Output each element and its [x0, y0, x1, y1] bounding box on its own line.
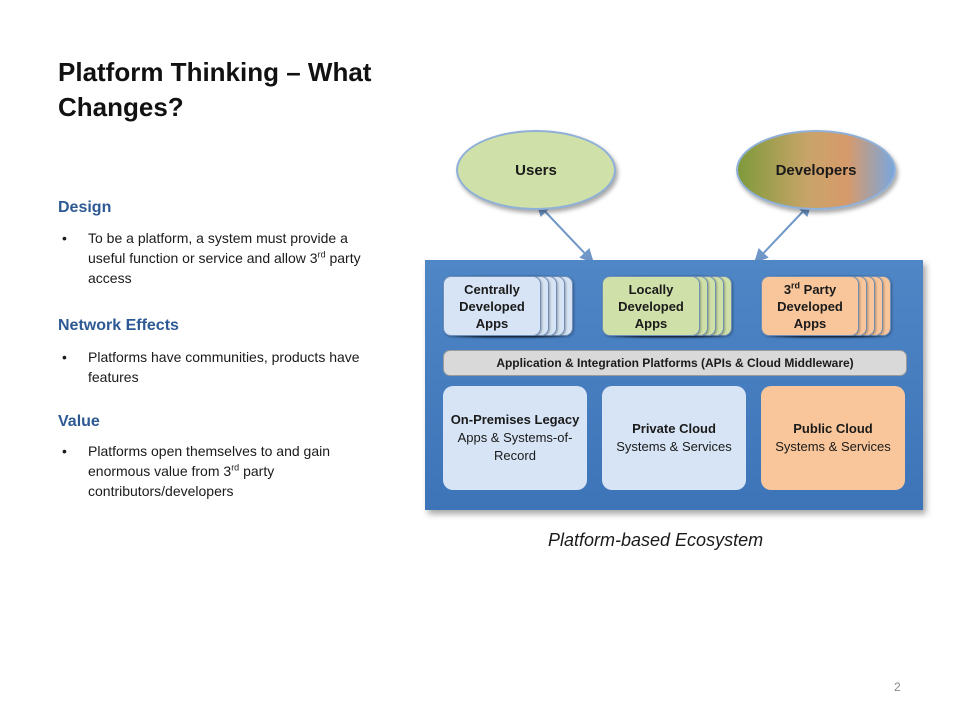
bullet-network-effects: • Platforms have communities, products h…	[62, 347, 382, 389]
slide-title: Platform Thinking – What Changes?	[58, 57, 372, 122]
section-heading-value: Value	[58, 413, 100, 430]
middleware-bar: Application & Integration Platforms (API…	[443, 350, 907, 376]
bullet-text: Platforms open themselves to and gain en…	[88, 443, 331, 499]
bullet-dot: •	[62, 349, 67, 365]
page-number: 2	[894, 680, 901, 694]
section-heading-network-effects: Network Effects	[58, 317, 179, 334]
centrally-developed-apps: Centrally Developed Apps	[443, 276, 541, 336]
bullet-text: Platforms have communities, products hav…	[88, 349, 360, 385]
public-cloud-box: Public Cloud Systems & Services	[761, 386, 905, 490]
bullet-dot: •	[62, 443, 67, 459]
users-oval: Users	[456, 130, 616, 210]
bullet-dot: •	[62, 230, 67, 246]
apps-stack-local: Locally Developed Apps	[602, 276, 732, 338]
platform-container: Centrally Developed Apps Locally Develop…	[425, 260, 923, 510]
section-heading-design: Design	[58, 199, 112, 216]
developers-oval: Developers	[736, 130, 896, 210]
bullet-text: To be a platform, a system must provide …	[88, 230, 361, 286]
bullet-value: • Platforms open themselves to and gain …	[62, 441, 382, 503]
platform-ecosystem-diagram: Users Developers Centrally Developed App…	[420, 128, 930, 528]
connector-arrows	[536, 201, 812, 264]
developers-arrow	[754, 201, 812, 264]
private-cloud-box: Private Cloud Systems & Services	[602, 386, 746, 490]
apps-stack-3rd-party: 3rd Party Developed Apps	[761, 276, 891, 338]
apps-stack-central: Centrally Developed Apps	[443, 276, 573, 338]
bullet-design: • To be a platform, a system must provid…	[62, 228, 382, 290]
locally-developed-apps: Locally Developed Apps	[602, 276, 700, 336]
on-premises-box: On-Premises Legacy Apps & Systems-of-Rec…	[443, 386, 587, 490]
diagram-caption: Platform-based Ecosystem	[548, 530, 764, 550]
users-arrow	[536, 201, 594, 264]
third-party-developed-apps: 3rd Party Developed Apps	[761, 276, 859, 336]
